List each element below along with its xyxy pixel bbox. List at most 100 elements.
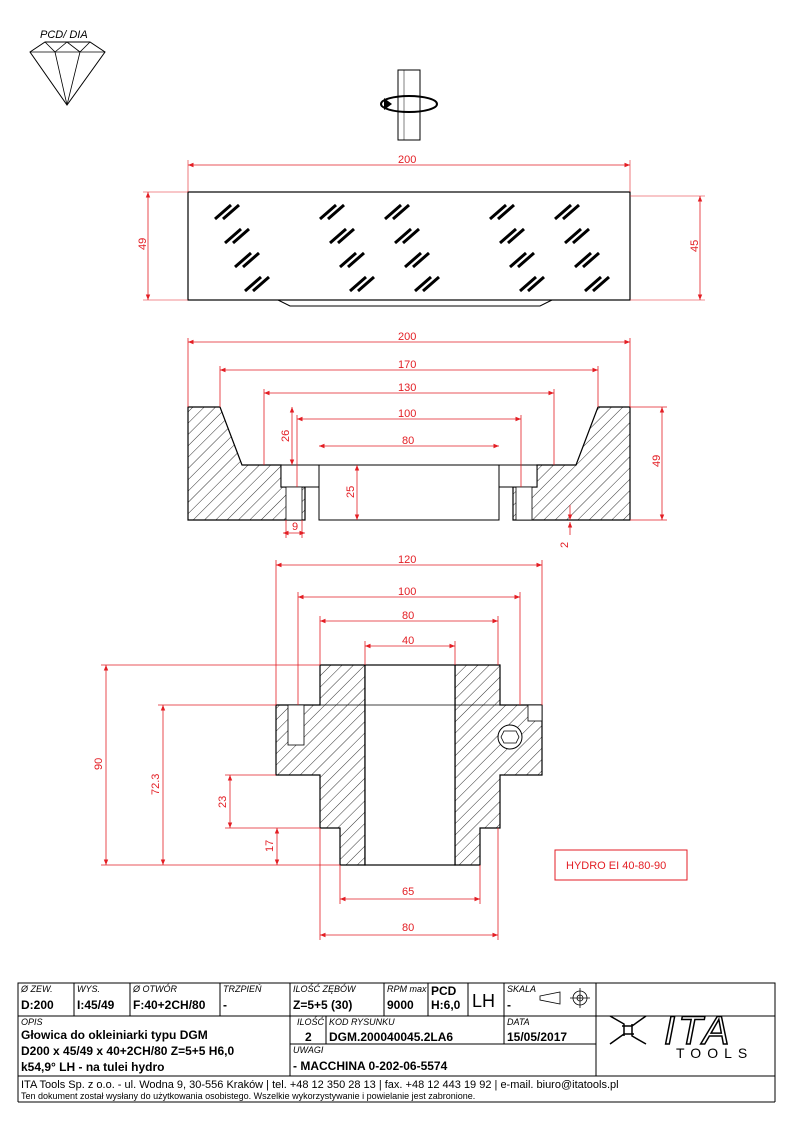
tooth-slot (224, 227, 242, 245)
section-dim-130: 130 (398, 382, 416, 394)
tooth-slot (329, 227, 347, 245)
pcd-field-label: PCD (431, 984, 457, 998)
ilosc-label: ILOŚĆ (297, 1016, 325, 1027)
tooth-slot (319, 203, 337, 221)
data-label: DATA (507, 1017, 530, 1027)
tooth-slot (592, 275, 610, 293)
kod-label: KOD RYSUNKU (329, 1017, 395, 1027)
sleeve-view: 120 100 80 40 90 72.3 23 17 65 80 (93, 554, 543, 940)
section-dim-100: 100 (398, 408, 416, 420)
tooth-slot (414, 275, 432, 293)
trzpien-value: - (223, 998, 227, 1012)
zebow-value: Z=5+5 (30) (293, 998, 352, 1012)
zew-value: D:200 (21, 998, 54, 1012)
footer-disclaimer: Ten dokument został wysłany do użytkowan… (21, 1091, 475, 1101)
sleeve-dim-80b: 80 (402, 922, 414, 934)
tooth-slot (517, 251, 535, 269)
tooth-slot (347, 251, 365, 269)
tooth-slot (412, 251, 430, 269)
sleeve-dim-100: 100 (398, 586, 416, 598)
top-width-dim: 200 (398, 154, 416, 166)
tooth-slot (232, 227, 250, 245)
tooth-slot (499, 227, 517, 245)
tooth-slot (337, 227, 355, 245)
tooth-slot (584, 275, 602, 293)
lh-value: LH (472, 991, 495, 1011)
otwor-label: Ø OTWÓR (132, 984, 177, 994)
otwor-value: F:40+2CH/80 (133, 998, 206, 1012)
section-dim-170: 170 (398, 359, 416, 371)
sleeve-dim-23: 23 (217, 796, 229, 808)
section-dim-49: 49 (651, 455, 663, 467)
tooth-slot (242, 251, 260, 269)
zew-label: Ø ZEW. (20, 984, 53, 994)
sleeve-dim-120: 120 (398, 554, 416, 566)
tooth-slot (402, 227, 420, 245)
tooth-slot (507, 227, 525, 245)
logo-subtext: TOOLS (676, 1045, 753, 1061)
tooth-slot (214, 203, 232, 221)
tooth-slot (252, 275, 270, 293)
footer-contact: ITA Tools Sp. z o.o. - ul. Wodna 9, 30-5… (21, 1079, 619, 1091)
hydro-label-box (554, 849, 688, 881)
title-block (17, 982, 776, 1077)
section-dim-80: 80 (402, 435, 414, 447)
top-height-right-dim: 45 (689, 240, 701, 252)
rotation-direction-icon (380, 69, 438, 141)
tooth-slot (404, 251, 422, 269)
skala-value: - (507, 998, 511, 1012)
tooth-slot (222, 203, 240, 221)
ilosc-value: 2 (305, 1030, 312, 1044)
section-dim-25: 25 (345, 486, 357, 498)
tooth-slot (244, 275, 262, 293)
tooth-slot (489, 203, 507, 221)
trzpien-label: TRZPIEŃ (223, 984, 262, 994)
zebow-label: ILOŚĆ ZĘBÓW (293, 983, 357, 994)
section-dim-2: 2 (559, 542, 571, 548)
sleeve-dim-80: 80 (402, 610, 414, 622)
tooth-slot (234, 251, 252, 269)
tooth-slot (562, 203, 580, 221)
tooth-slot (574, 251, 592, 269)
section-dim-26: 26 (280, 430, 292, 442)
tooth-slot (582, 251, 600, 269)
tooth-slot (509, 251, 527, 269)
tooth-slot (527, 275, 545, 293)
tooth-slot (554, 203, 572, 221)
uwagi-value: - MACCHINA 0-202-06-5574 (293, 1059, 448, 1073)
top-height-left-dim: 49 (137, 238, 149, 250)
pcd-value: H:6,0 (431, 998, 461, 1012)
tooth-slot (422, 275, 440, 293)
section-dim-9: 9 (292, 521, 298, 533)
tooth-slot (519, 275, 537, 293)
tooth-slot (497, 203, 515, 221)
skala-label: SKALA (507, 984, 536, 994)
sleeve-dim-65: 65 (402, 886, 414, 898)
tooth-slot (384, 203, 402, 221)
opis-line-1: Głowica do okleiniarki typu DGM (21, 1028, 208, 1042)
wys-label: WYS. (77, 984, 100, 994)
sleeve-dim-17: 17 (264, 840, 276, 852)
pcd-label: PCD/ DIA (40, 29, 88, 41)
data-value: 15/05/2017 (507, 1030, 567, 1044)
pcd-diamond-icon: PCD/ DIA (29, 29, 106, 106)
projection-symbol-icon (539, 988, 590, 1008)
tooth-slot (564, 227, 582, 245)
tooth-slot (327, 203, 345, 221)
kod-value: DGM.200040045.2LA6 (329, 1030, 453, 1044)
logo-blade-icon (609, 1015, 647, 1045)
uwagi-label: UWAGI (293, 1045, 324, 1055)
section-dim-200: 200 (398, 331, 416, 343)
ita-tools-logo: ITA TOOLS (609, 1008, 753, 1061)
sleeve-dim-72: 72.3 (150, 774, 162, 795)
top-view: 200 49 45 (137, 154, 705, 307)
opis-line-3: k54,9° LH - na tulei hydro (21, 1060, 165, 1074)
hydro-label: HYDRO EI 40-80-90 (566, 860, 666, 872)
tooth-slot (394, 227, 412, 245)
wys-value: I:45/49 (77, 998, 115, 1012)
opis-label: OPIS (21, 1017, 43, 1027)
tooth-slot (357, 275, 375, 293)
logo-text: ITA (664, 1009, 732, 1053)
section-view: 200 170 130 100 80 26 25 49 9 2 (187, 331, 667, 548)
